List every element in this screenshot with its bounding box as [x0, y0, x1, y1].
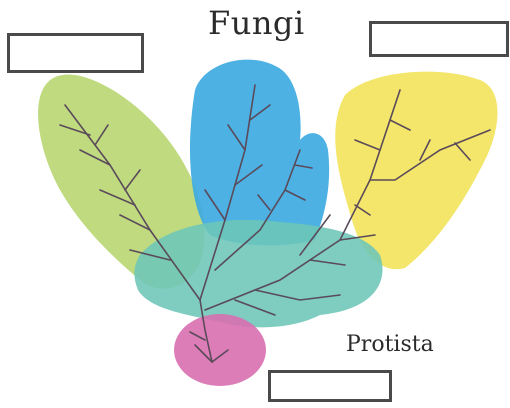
answer-box-top-right[interactable] — [369, 21, 509, 57]
pink-root-region — [174, 314, 266, 386]
teal-base-region — [134, 220, 382, 327]
answer-box-top-left[interactable] — [7, 33, 144, 73]
fungi-label: Fungi — [208, 4, 305, 42]
answer-box-bottom[interactable] — [268, 370, 392, 402]
blue-kingdom-region — [190, 60, 329, 246]
protista-label: Protista — [346, 332, 434, 357]
